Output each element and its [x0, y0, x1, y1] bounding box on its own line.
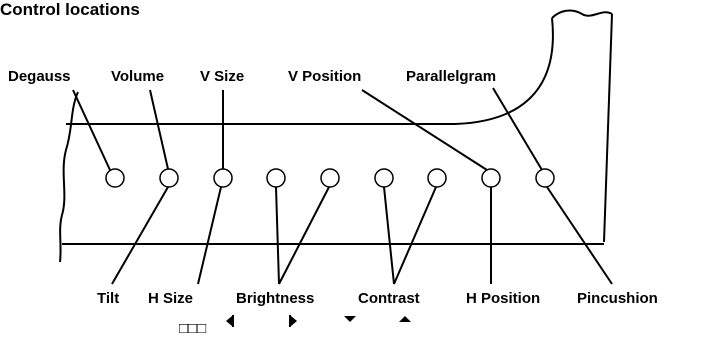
square-symbols: □□□: [179, 320, 206, 337]
label-parallelgram: Parallelgram: [406, 68, 496, 85]
monitor-bezel-outline: [59, 9, 613, 263]
knob-vposition-hposition[interactable]: [481, 168, 501, 188]
control-knobs: [105, 168, 555, 188]
triangle-up-icon: [399, 316, 411, 322]
knob-brightness-2[interactable]: [320, 168, 340, 188]
knob-degauss[interactable]: [105, 168, 125, 188]
knob-vsize-hsize[interactable]: [213, 168, 233, 188]
triangle-left-icon: [226, 316, 232, 326]
knob-brightness-1[interactable]: [266, 168, 286, 188]
button-symbols: □□□: [179, 315, 411, 337]
label-h-position: H Position: [466, 290, 540, 307]
diagram-title: Control locations: [0, 0, 140, 19]
triangle-down-icon: [344, 316, 356, 322]
label-degauss: Degauss: [8, 68, 71, 85]
knob-contrast-2[interactable]: [427, 168, 447, 188]
knob-contrast-1[interactable]: [374, 168, 394, 188]
label-contrast: Contrast: [358, 290, 420, 307]
label-h-size: H Size: [148, 290, 193, 307]
label-v-size: V Size: [200, 68, 244, 85]
label-tilt: Tilt: [97, 290, 119, 307]
knob-parallelgram-pincushion[interactable]: [535, 168, 555, 188]
label-pincushion: Pincushion: [577, 290, 658, 307]
label-v-position: V Position: [288, 68, 361, 85]
leader-lines: [72, 87, 613, 285]
triangle-right-icon: [291, 316, 297, 326]
label-volume: Volume: [111, 68, 164, 85]
label-brightness: Brightness: [236, 290, 314, 307]
knob-volume-tilt[interactable]: [159, 168, 179, 188]
